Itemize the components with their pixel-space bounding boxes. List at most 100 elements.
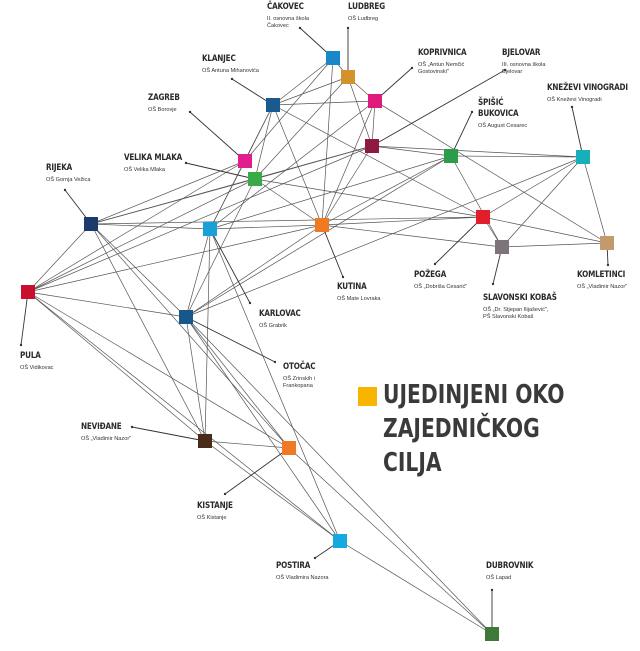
edge-knezevi-pozega [482, 156, 584, 218]
edge-ludbreg-klanjec [272, 76, 349, 106]
edge-zagreb-rijeka [90, 160, 246, 225]
city-name: VELIKA MLAKA [124, 153, 183, 163]
edge-koprivnica-klanjec [272, 100, 376, 106]
node-karlovac [203, 222, 217, 236]
edge-karlovac-postira [209, 228, 341, 542]
city-name: LUDBREG [348, 2, 385, 12]
node-ludbreg [341, 70, 355, 84]
label-slkobas: SLAVONSKI KOBAŠ OŠ „Dr. Stjepan Ilijaševi… [483, 293, 570, 321]
leader-dot-cakovec [298, 26, 302, 30]
edge-bjelovar-pula [27, 145, 373, 293]
edge-knezevi-otocac [185, 156, 584, 318]
leader-line-zagreb [189, 111, 246, 162]
city-name: OTOČAC [283, 362, 316, 372]
node-klanjec [266, 98, 280, 112]
city-name: POŽEGA [414, 270, 447, 280]
city-name: BJELOVAR [502, 48, 541, 58]
leader-dot-kistanje [223, 492, 227, 496]
city-name: DUBROVNIK [486, 561, 534, 571]
city-name: KLANJEC [202, 54, 236, 64]
edge-nevidane-kistanje [204, 440, 290, 449]
leader-dot-knezevi [570, 105, 574, 109]
edge-karlovac-otocac [185, 228, 211, 318]
school-name: OŠ „Dr. Stjepan Ilijašević", PŠ Slavonsk… [483, 307, 549, 320]
edge-cakovec-klanjec [272, 57, 334, 106]
city-name: RIJEKA [46, 163, 73, 173]
leader-dot-koprivnica [410, 66, 414, 70]
city-name: KISTANJE [197, 501, 233, 511]
node-cakovec [326, 51, 340, 65]
school-name: OŠ Mate Lovraka [337, 296, 381, 302]
edge-knezevi-slkobas [501, 156, 584, 248]
edge-bjelovar-spisic [371, 145, 452, 157]
edge-rijeka-kistanje [90, 223, 290, 449]
leader-dot-karlovac [248, 301, 252, 305]
edge-zagreb-pula [27, 160, 246, 293]
leader-dot-pozega [433, 262, 437, 266]
edge-karlovac-kutina [209, 224, 323, 230]
leader-dot-pula [19, 343, 23, 347]
school-name: OŠ „Vladimir Nazor" [577, 284, 628, 290]
node-rijeka [84, 217, 98, 231]
city-name: NEVIĐANE [81, 422, 122, 432]
edge-pozega-komletinci [482, 216, 608, 244]
edge-nevidane-postira [204, 440, 341, 542]
node-nevidane [198, 434, 212, 448]
title-line-1: UJEDINJENI OKO [383, 380, 565, 410]
edge-ludbreg-velikamlaka [254, 76, 349, 180]
title-line-3: CILJA [383, 448, 442, 478]
node-kistanje [282, 441, 296, 455]
city-name: SLAVONSKI KOBAŠ [483, 293, 557, 303]
leader-line-kutina [321, 224, 344, 278]
school-name: OŠ Vidikovac [20, 365, 54, 371]
edge-kutina-slkobas [321, 224, 503, 248]
edge-spisic-knezevi [450, 155, 584, 158]
school-name: OŠ „Antun Nemčić Gostovinski" [418, 62, 465, 75]
node-kutina [315, 218, 329, 232]
city-name: KARLOVAC [259, 309, 301, 319]
node-velikamlaka [248, 172, 262, 186]
edge-klanjec-pozega [272, 104, 484, 218]
city-name: KNEŽEVI VINOGRADI [547, 83, 628, 93]
node-zagreb [238, 154, 252, 168]
edge-velikamlaka-rijeka [90, 178, 256, 225]
leader-dot-bjelovar [503, 68, 507, 72]
leader-line-pozega [434, 216, 484, 265]
leader-line-pula [20, 291, 29, 346]
leader-line-velikamlaka [185, 162, 256, 180]
edge-pula-postira [27, 291, 341, 542]
edge-pula-nevidane [27, 291, 206, 442]
leader-line-otocac [185, 316, 276, 363]
title-line-2: ZAJEDNIČKOG [383, 414, 540, 444]
edge-otocac-nevidane [185, 316, 206, 442]
leader-dot-zagreb [188, 110, 192, 114]
leader-line-karlovac [209, 228, 251, 304]
label-otocac: OTOČAC OŠ Zrinskih i Frankopana [283, 362, 321, 390]
edge-rijeka-pozega [90, 216, 484, 225]
edge-pozega-velikamlaka [254, 178, 484, 218]
leader-line-kistanje [224, 447, 290, 495]
school-name: OŠ Zrinskih i Frankopana [283, 376, 316, 389]
edge-bjelovar-knezevi [371, 145, 584, 158]
edge-pula-kistanje [27, 291, 290, 449]
edge-rijeka-nevidane [90, 223, 206, 442]
edge-pula-otocac [27, 291, 187, 318]
leader-dot-otocac [273, 360, 277, 364]
leader-line-knezevi [571, 106, 584, 158]
school-name: OŠ „Dobriša Cesarić" [414, 284, 468, 290]
edge-velikamlaka-kutina [254, 178, 323, 226]
